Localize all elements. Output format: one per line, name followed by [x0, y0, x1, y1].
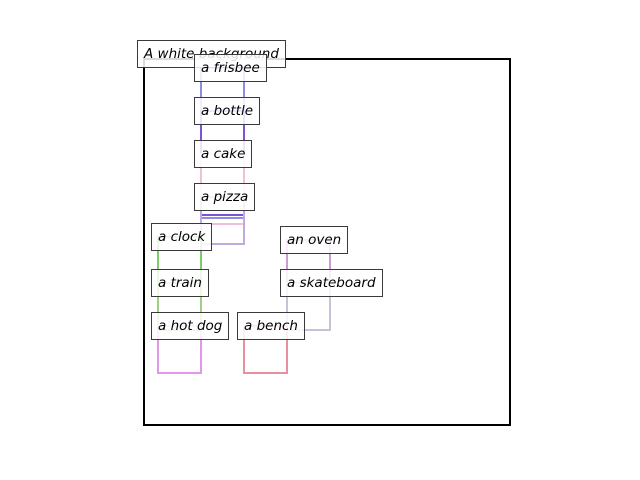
label-train: a train [151, 269, 209, 297]
label-pizza: a pizza [194, 183, 256, 211]
label-bottle: a bottle [194, 97, 261, 125]
label-oven: an oven [280, 226, 349, 254]
label-clock: a clock [151, 223, 213, 251]
label-skateboard: a skateboard [280, 269, 383, 297]
label-frisbee: a frisbee [194, 54, 267, 82]
label-cake: a cake [194, 140, 253, 168]
label-hot-dog: a hot dog [151, 312, 230, 340]
label-bench: a bench [237, 312, 305, 340]
